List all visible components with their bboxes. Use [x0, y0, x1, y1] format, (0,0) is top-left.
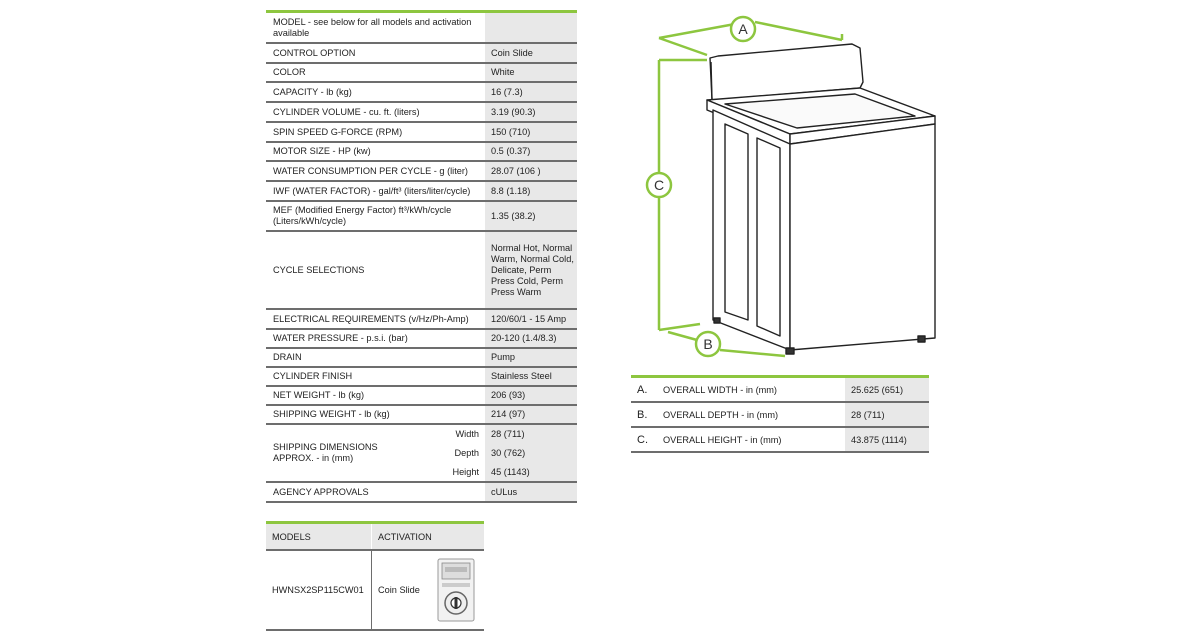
- spec-label: ELECTRICAL REQUIREMENTS (v/Hz/Ph-Amp): [266, 310, 485, 328]
- spec-value: Pump: [485, 349, 577, 366]
- spec-label: MOTOR SIZE - HP (kw): [266, 143, 485, 160]
- washer-diagram: A C B: [645, 15, 936, 358]
- dimension-value: 25.625 (651): [845, 378, 929, 401]
- spec-label: MEF (Modified Energy Factor) ft³/kWh/cyc…: [266, 202, 485, 230]
- spec-row: CAPACITY - lb (kg) 16 (7.3): [266, 83, 577, 103]
- spec-value: White: [485, 64, 577, 81]
- dimension-b-line: [667, 330, 786, 358]
- spec-label: SPIN SPEED G-FORCE (RPM): [266, 123, 485, 141]
- dimension-letter: C.: [637, 433, 648, 446]
- dimensions-table: A. OVERALL WIDTH - in (mm) 25.625 (651) …: [631, 375, 929, 453]
- dimension-a-line: [658, 20, 844, 57]
- spec-value: 28.07 (106 ): [485, 162, 577, 180]
- height-label: Height: [452, 467, 479, 477]
- spec-label: COLOR: [266, 64, 485, 81]
- shipping-values: 28 (711) 30 (762) 45 (1143): [485, 425, 577, 481]
- width-value: 28 (711): [491, 429, 525, 439]
- spec-row: WATER PRESSURE - p.s.i. (bar) 20-120 (1.…: [266, 330, 577, 349]
- activation-header-label: ACTIVATION: [378, 531, 432, 542]
- spec-label: SHIPPING WEIGHT - lb (kg): [266, 406, 485, 423]
- spec-value: Normal Hot, Normal Warm, Normal Cold, De…: [485, 232, 577, 308]
- spec-value: 0.5 (0.37): [485, 143, 577, 160]
- spec-label: AGENCY APPROVALS: [266, 483, 485, 501]
- dimension-row-width: A. OVERALL WIDTH - in (mm) 25.625 (651): [631, 378, 929, 403]
- spec-value: [485, 13, 577, 42]
- coin-slide-icon: [436, 551, 484, 629]
- activation-type: Coin Slide: [378, 585, 420, 595]
- spec-label: CYCLE SELECTIONS: [266, 232, 485, 308]
- spec-row: SPIN SPEED G-FORCE (RPM) 150 (710): [266, 123, 577, 143]
- dimension-letter: B.: [637, 408, 648, 421]
- dimension-row-depth: B. OVERALL DEPTH - in (mm) 28 (711): [631, 403, 929, 428]
- washer-outline: [706, 43, 936, 355]
- spec-row: CONTROL OPTION Coin Slide: [266, 44, 577, 64]
- depth-label: Depth: [454, 448, 479, 458]
- dimension-c-marker: [645, 171, 673, 199]
- spec-value: 16 (7.3): [485, 83, 577, 101]
- spec-label: MODEL - see below for all models and act…: [266, 13, 485, 42]
- height-value: 45 (1143): [491, 467, 530, 477]
- dimension-label: OVERALL WIDTH - in (mm): [663, 384, 777, 395]
- spec-value: Coin Slide: [485, 44, 577, 62]
- shipping-sublabels: Width Depth Height: [425, 425, 485, 481]
- spec-label: CYLINDER VOLUME - cu. ft. (liters): [266, 103, 485, 121]
- dimension-b-label: B: [703, 336, 712, 352]
- spec-label: SHIPPING DIMENSIONS APPROX. - in (mm) Wi…: [266, 425, 485, 481]
- model-number: HWNSX2SP115CW01: [266, 551, 372, 629]
- spec-value: 120/60/1 - 15 Amp: [485, 310, 577, 328]
- spec-label: WATER CONSUMPTION PER CYCLE - g (liter): [266, 162, 485, 180]
- shipping-label: SHIPPING DIMENSIONS APPROX. - in (mm): [273, 442, 378, 463]
- spec-row: MOTOR SIZE - HP (kw) 0.5 (0.37): [266, 143, 577, 162]
- spec-label: CYLINDER FINISH: [266, 368, 485, 385]
- dimension-label: OVERALL DEPTH - in (mm): [663, 409, 779, 420]
- spec-value: 214 (97): [485, 406, 577, 423]
- dimension-a-marker: [729, 15, 757, 43]
- spec-row: NET WEIGHT - lb (kg) 206 (93): [266, 387, 577, 406]
- spec-value: Stainless Steel: [485, 368, 577, 385]
- spec-label: NET WEIGHT - lb (kg): [266, 387, 485, 404]
- spec-row: MEF (Modified Energy Factor) ft³/kWh/cyc…: [266, 202, 577, 232]
- spec-table: MODEL - see below for all models and act…: [266, 10, 577, 503]
- spec-row-shipping: SHIPPING DIMENSIONS APPROX. - in (mm) Wi…: [266, 425, 577, 483]
- spec-label: CAPACITY - lb (kg): [266, 83, 485, 101]
- spec-value: cULus: [485, 483, 577, 501]
- dimension-value: 28 (711): [845, 403, 929, 426]
- models-row: HWNSX2SP115CW01 Coin Slide: [266, 551, 484, 631]
- width-label: Width: [455, 429, 480, 439]
- spec-row: DRAIN Pump: [266, 349, 577, 368]
- spec-label: DRAIN: [266, 349, 485, 366]
- spec-label: CONTROL OPTION: [266, 44, 485, 62]
- spec-row: WATER CONSUMPTION PER CYCLE - g (liter) …: [266, 162, 577, 182]
- dimension-label: OVERALL HEIGHT - in (mm): [663, 434, 782, 445]
- models-table: MODELS ACTIVATION HWNSX2SP115CW01 Coin S…: [266, 521, 484, 631]
- spec-label: IWF (WATER FACTOR) - gal/ft³ (liters/lit…: [266, 182, 485, 200]
- spec-value: 3.19 (90.3): [485, 103, 577, 121]
- spec-row: CYLINDER VOLUME - cu. ft. (liters) 3.19 …: [266, 103, 577, 123]
- models-header: MODELS ACTIVATION: [266, 524, 484, 551]
- spec-row: SHIPPING WEIGHT - lb (kg) 214 (97): [266, 406, 577, 425]
- spec-value: 150 (710): [485, 123, 577, 141]
- dimension-row-height: C. OVERALL HEIGHT - in (mm) 43.875 (1114…: [631, 428, 929, 453]
- dimension-c-label: C: [654, 177, 664, 193]
- models-header-label: MODELS: [266, 524, 372, 549]
- dimension-c-line: [657, 58, 707, 332]
- spec-row: COLOR White: [266, 64, 577, 83]
- spec-label: WATER PRESSURE - p.s.i. (bar): [266, 330, 485, 347]
- spec-row: ELECTRICAL REQUIREMENTS (v/Hz/Ph-Amp) 12…: [266, 310, 577, 330]
- spec-value: 1.35 (38.2): [485, 202, 577, 230]
- spec-row-agency: AGENCY APPROVALS cULus: [266, 483, 577, 503]
- dimension-b-marker: [694, 330, 722, 358]
- spec-row: CYLINDER FINISH Stainless Steel: [266, 368, 577, 387]
- spec-row: IWF (WATER FACTOR) - gal/ft³ (liters/lit…: [266, 182, 577, 202]
- dimension-a-label: A: [738, 21, 748, 37]
- spec-value: 206 (93): [485, 387, 577, 404]
- spec-row-model: MODEL - see below for all models and act…: [266, 13, 577, 44]
- dimension-letter: A.: [637, 383, 648, 396]
- spec-value: 20-120 (1.4/8.3): [485, 330, 577, 347]
- spec-value: 8.8 (1.18): [485, 182, 577, 200]
- spec-row-cycles: CYCLE SELECTIONS Normal Hot, Normal Warm…: [266, 232, 577, 310]
- depth-value: 30 (762): [491, 448, 526, 458]
- dimension-value: 43.875 (1114): [845, 428, 929, 451]
